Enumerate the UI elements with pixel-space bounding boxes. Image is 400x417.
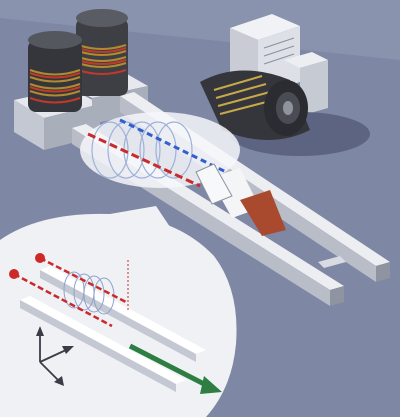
direction-arrow-icon — [128, 343, 222, 394]
motor-icon — [200, 70, 370, 156]
axis-triad-icon — [36, 326, 74, 386]
inset-callout — [0, 206, 237, 417]
beam-path-icon — [80, 112, 240, 205]
